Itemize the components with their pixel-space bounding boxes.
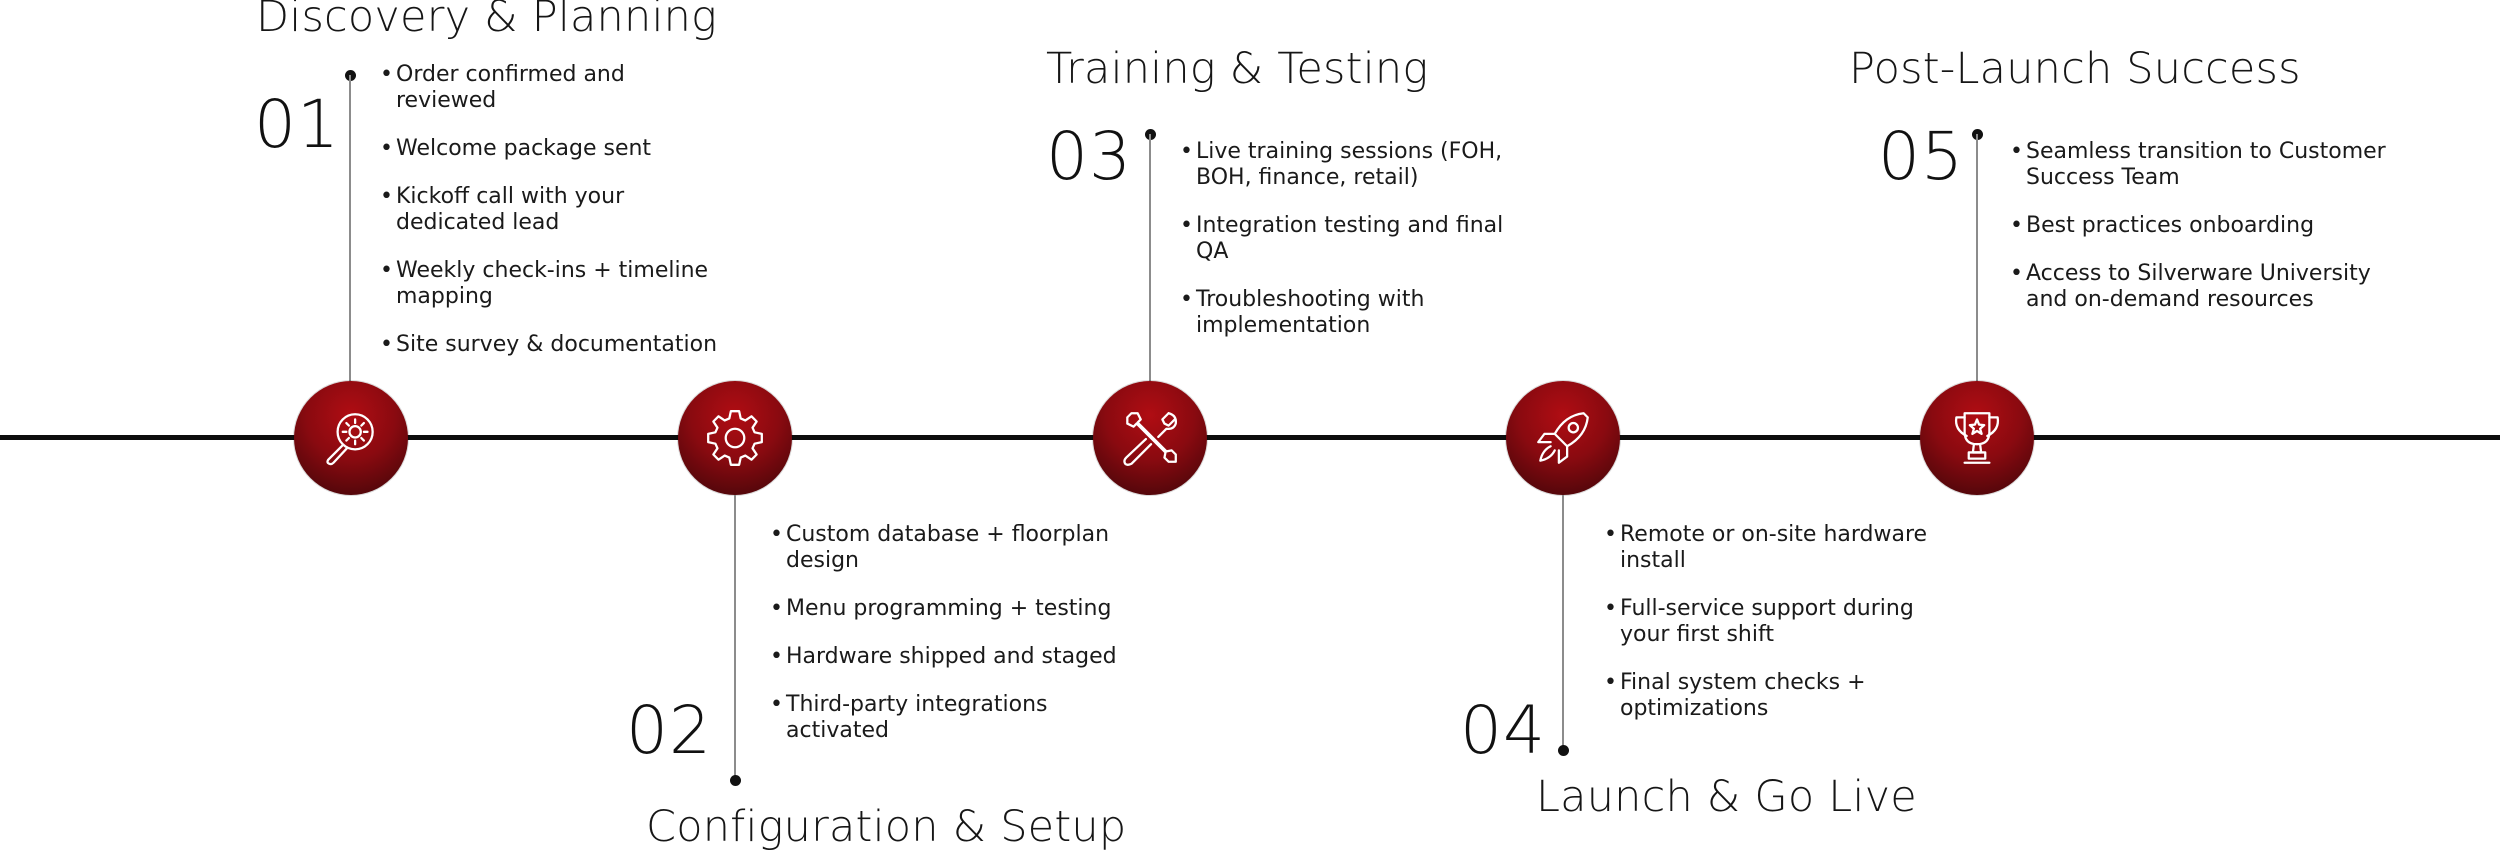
list-item: Menu programming + testing (770, 596, 1130, 622)
stem-dot (1558, 745, 1569, 756)
phase-node (294, 381, 408, 495)
list-item: Site survey & documentation (380, 332, 720, 358)
list-item: Custom database + floorplan design (770, 522, 1130, 574)
list-item: Best practices onboarding (2010, 213, 2390, 239)
list-item: Full-service support during your first s… (1604, 596, 1934, 648)
phase-title: Discovery & Planning (256, 0, 718, 42)
list-item: Remote or on-site hardware install (1604, 522, 1934, 574)
phase-title: Post-Launch Success (1849, 44, 2301, 94)
list-item: Integration testing and final QA (1180, 213, 1520, 265)
list-item: Welcome package sent (380, 136, 720, 162)
list-item: Live training sessions (FOH, BOH, financ… (1180, 139, 1520, 191)
phase-title: Launch & Go Live (1536, 772, 1917, 822)
tools-icon (1123, 412, 1178, 466)
list-item: Troubleshooting with implementation (1180, 287, 1520, 339)
phase-number: 01 (254, 86, 340, 163)
stem-line (1562, 495, 1564, 750)
bullet-list: Custom database + floorplan design Menu … (770, 522, 1130, 766)
bullet-list: Order confirmed and reviewed Welcome pac… (380, 62, 720, 380)
stem-line (1976, 134, 1978, 384)
list-item: Order confirmed and reviewed (380, 62, 720, 114)
phase-node (678, 381, 792, 495)
phase-title: Training & Testing (1046, 44, 1429, 94)
phase-node (1920, 381, 2034, 495)
list-item: Seamless transition to Customer Success … (2010, 139, 2390, 191)
bullet-list: Live training sessions (FOH, BOH, financ… (1180, 139, 1520, 361)
stem-line (734, 495, 736, 778)
trophy-icon (1954, 412, 2000, 464)
search-gear-icon (326, 413, 374, 466)
list-item: Third-party integrations activated (770, 692, 1130, 744)
stem-dot (730, 775, 741, 786)
rocket-icon (1537, 412, 1589, 464)
phase-node (1093, 381, 1207, 495)
bullet-list: Seamless transition to Customer Success … (2010, 139, 2390, 335)
stem-line (349, 75, 351, 385)
phase-title: Configuration & Setup (646, 802, 1127, 852)
phase-number: 05 (1878, 118, 1964, 195)
phase-node (1506, 381, 1620, 495)
phase-number: 03 (1046, 118, 1132, 195)
gear-icon (707, 410, 763, 466)
list-item: Weekly check-ins + timeline mapping (380, 258, 720, 310)
stem-line (1149, 134, 1151, 384)
phase-number: 04 (1460, 692, 1546, 769)
timeline-line (0, 435, 2500, 440)
list-item: Final system checks + optimizations (1604, 670, 1934, 722)
list-item: Access to Silverware University and on-d… (2010, 261, 2390, 313)
list-item: Kickoff call with your dedicated lead (380, 184, 720, 236)
phase-number: 02 (626, 692, 712, 769)
bullet-list: Remote or on-site hardware install Full-… (1604, 522, 1934, 744)
list-item: Hardware shipped and staged (770, 644, 1130, 670)
